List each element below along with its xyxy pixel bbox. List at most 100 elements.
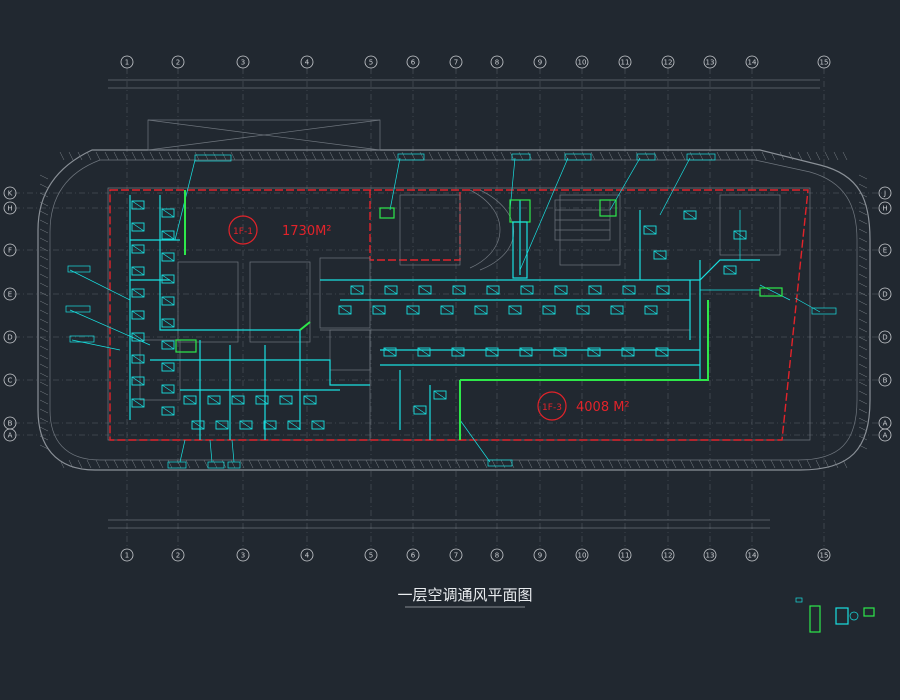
diffuser[interactable] <box>486 285 500 295</box>
diffuser[interactable] <box>161 362 175 372</box>
diffuser[interactable] <box>207 395 221 405</box>
svg-text:7: 7 <box>454 59 458 67</box>
diffuser[interactable] <box>131 266 145 276</box>
diffuser[interactable] <box>161 406 175 416</box>
diffuser[interactable] <box>161 340 175 350</box>
axis-bottom-12: 12 <box>661 548 675 562</box>
axis-top-11: 11 <box>618 55 632 69</box>
diffuser[interactable] <box>131 288 145 298</box>
svg-text:D: D <box>7 334 12 342</box>
diffuser[interactable] <box>239 420 253 430</box>
water-piping[interactable] <box>175 190 783 440</box>
diffuser[interactable] <box>255 395 269 405</box>
diffuser[interactable] <box>588 285 602 295</box>
svg-text:12: 12 <box>664 552 673 560</box>
diffuser[interactable] <box>131 200 145 210</box>
diffuser[interactable] <box>338 305 352 315</box>
diffuser[interactable] <box>655 347 669 357</box>
diffuser[interactable] <box>485 347 499 357</box>
diffuser[interactable] <box>161 318 175 328</box>
diffuser[interactable] <box>733 230 747 240</box>
diffuser[interactable] <box>519 347 533 357</box>
diffuser[interactable] <box>413 405 427 415</box>
diffuser[interactable] <box>131 354 145 364</box>
diffuser[interactable] <box>131 222 145 232</box>
axis-top-2: 2 <box>171 55 185 69</box>
axis-left-A: A <box>3 428 17 442</box>
diffuser[interactable] <box>231 395 245 405</box>
diffuser[interactable] <box>191 420 205 430</box>
diffuser[interactable] <box>653 250 667 260</box>
diffuser[interactable] <box>474 305 488 315</box>
diffuser[interactable] <box>542 305 556 315</box>
diffuser[interactable] <box>418 285 432 295</box>
svg-text:D: D <box>882 334 887 342</box>
diffuser[interactable] <box>183 395 197 405</box>
diffuser[interactable] <box>372 305 386 315</box>
supply-ducts[interactable] <box>129 195 791 440</box>
diffuser[interactable] <box>161 296 175 306</box>
diffuser[interactable] <box>723 265 737 275</box>
diffuser[interactable] <box>161 252 175 262</box>
diffuser[interactable] <box>610 305 624 315</box>
diffuser[interactable] <box>161 274 175 284</box>
diffuser[interactable] <box>311 420 325 430</box>
svg-text:B: B <box>883 377 888 385</box>
diffuser[interactable] <box>621 347 635 357</box>
diffuser[interactable] <box>622 285 636 295</box>
diffuser[interactable] <box>520 285 534 295</box>
svg-text:1: 1 <box>125 59 129 67</box>
diffuser[interactable] <box>287 420 301 430</box>
svg-text:B: B <box>8 420 13 428</box>
diffuser[interactable] <box>161 384 175 394</box>
diffuser[interactable] <box>161 230 175 240</box>
drawing-title: 一层空调通风平面图 <box>397 586 532 604</box>
diffuser[interactable] <box>161 208 175 218</box>
zone-1f-3[interactable]: 1F-3 4008 M² <box>537 391 630 421</box>
axis-top-10: 10 <box>575 55 589 69</box>
axis-top-5: 5 <box>364 55 378 69</box>
diffuser[interactable] <box>656 285 670 295</box>
diffuser[interactable] <box>644 305 658 315</box>
diffuser[interactable] <box>406 305 420 315</box>
svg-text:10: 10 <box>578 552 587 560</box>
diffuser[interactable] <box>576 305 590 315</box>
zone-1f-1[interactable]: 1F-1 1730M² <box>228 215 332 245</box>
diffuser[interactable] <box>131 244 145 254</box>
leader-tags <box>65 153 837 469</box>
diffuser[interactable] <box>587 347 601 357</box>
diffuser[interactable] <box>440 305 454 315</box>
axis-top-8: 8 <box>490 55 504 69</box>
diffuser[interactable] <box>383 347 397 357</box>
axis-left-D: D <box>3 330 17 344</box>
axis-top-6: 6 <box>406 55 420 69</box>
svg-text:2: 2 <box>176 552 180 560</box>
axis-left-C: C <box>3 373 17 387</box>
svg-text:5: 5 <box>369 59 373 67</box>
diffuser[interactable] <box>131 398 145 408</box>
diffuser[interactable] <box>215 420 229 430</box>
diffuser[interactable] <box>554 285 568 295</box>
diffuser[interactable] <box>683 210 697 220</box>
axis-top-9: 9 <box>533 55 547 69</box>
diffuser[interactable] <box>263 420 277 430</box>
diffuser[interactable] <box>451 347 465 357</box>
diffuser[interactable] <box>303 395 317 405</box>
diffuser[interactable] <box>433 390 447 400</box>
diffuser[interactable] <box>384 285 398 295</box>
diffuser[interactable] <box>279 395 293 405</box>
air-diffusers[interactable] <box>131 200 747 430</box>
diffuser[interactable] <box>643 225 657 235</box>
diffuser[interactable] <box>131 310 145 320</box>
diffuser[interactable] <box>417 347 431 357</box>
diffuser[interactable] <box>350 285 364 295</box>
svg-text:C: C <box>8 377 13 385</box>
diffuser[interactable] <box>452 285 466 295</box>
diffuser[interactable] <box>553 347 567 357</box>
diffuser[interactable] <box>508 305 522 315</box>
axis-bottom-2: 2 <box>171 548 185 562</box>
diffuser[interactable] <box>131 376 145 386</box>
